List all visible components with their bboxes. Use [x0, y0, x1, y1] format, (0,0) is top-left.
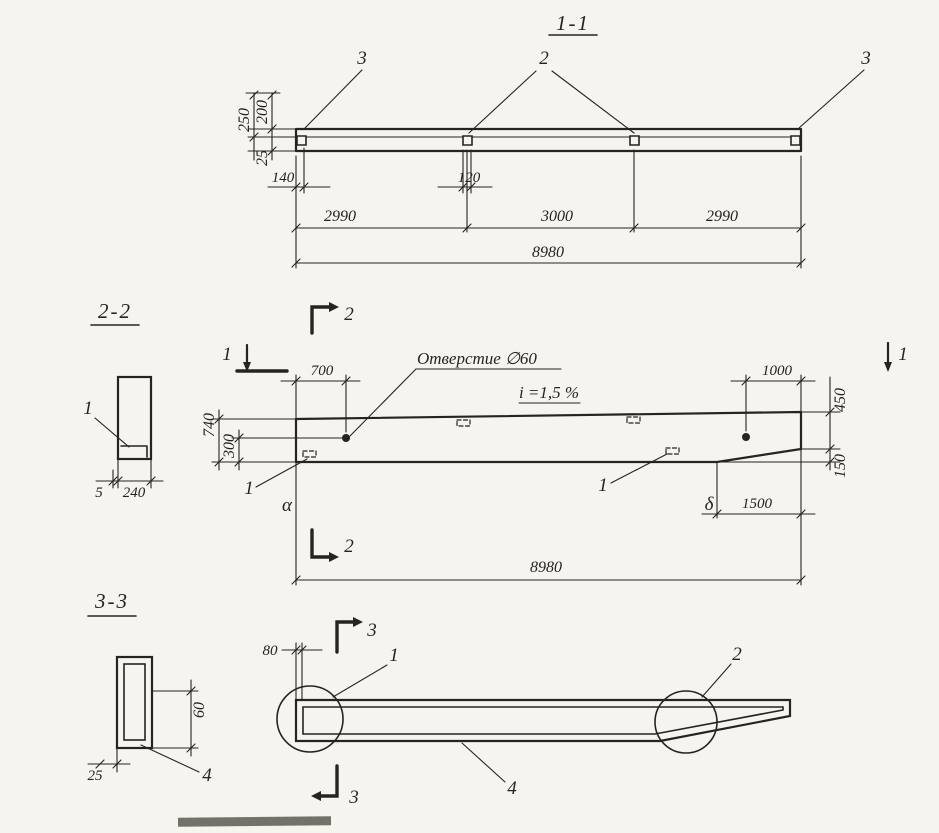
detail-circle-2 — [654, 690, 718, 754]
section-2-2-ticks — [108, 476, 156, 486]
dim-300: 300 — [221, 434, 238, 459]
dim-1000: 1000 — [762, 363, 793, 379]
cut-label-3-top: 3 — [366, 620, 377, 641]
hidden-plate-bottom-left — [302, 450, 317, 458]
hidden-plate-top-right — [626, 416, 641, 424]
cut-marker-3-top — [335, 620, 356, 654]
hidden-plate-top-left — [456, 419, 471, 427]
dim-span-2990-left: 2990 — [324, 208, 356, 225]
dim-25-bottom: 25 — [88, 768, 104, 784]
dim-140: 140 — [272, 170, 295, 186]
label-delta: δ — [705, 494, 715, 515]
callout-3-left: 3 — [356, 48, 367, 69]
view-section-3-3: 3-3 60 25 4 — [87, 589, 212, 786]
view-section-2-2: 2-2 1 5 240 — [83, 299, 164, 501]
plan-ticks — [291, 645, 307, 655]
plan-leaders — [332, 663, 732, 783]
dim-250: 250 — [236, 108, 253, 132]
callout-3-right: 3 — [860, 48, 871, 69]
callout-1-plate-left: 1 — [244, 478, 254, 499]
cut-label-2-top: 2 — [344, 304, 354, 325]
dim-80: 80 — [263, 643, 279, 659]
cut-label-2-bottom: 2 — [344, 536, 354, 557]
cut-label-1-right: 1 — [898, 344, 908, 365]
dim-1500: 1500 — [742, 496, 773, 512]
callout-2-mid: 2 — [539, 48, 549, 69]
cut-marker-3-top-arrow — [353, 617, 363, 627]
dim-25-top: 25 — [254, 150, 271, 166]
dimension-lines-1-1 — [267, 186, 802, 264]
callout-1-plate-mid: 1 — [598, 475, 608, 496]
extension-lines-elevation — [211, 374, 841, 586]
section-2-2-lip — [120, 445, 148, 458]
dimension-ticks-elevation — [214, 376, 835, 585]
detail-circle-1 — [276, 685, 344, 753]
cut-marker-2-bottom-arrow — [329, 552, 339, 562]
cut-label-1-left: 1 — [222, 344, 232, 365]
dim-700: 700 — [311, 363, 334, 379]
plan-outline-inner — [302, 706, 784, 735]
section-2-2-callout-1: 1 — [83, 398, 93, 419]
dim-450: 450 — [832, 388, 849, 412]
view-section-1-1: 1-1 3 2 3 250 200 25 140 120 2990 3000 2… — [236, 11, 871, 269]
elevation-leaders — [255, 368, 668, 488]
section-3-3-outer — [115, 655, 154, 750]
dim-120: 120 — [458, 170, 481, 186]
plan-callout-4: 4 — [507, 778, 517, 799]
label-alpha: α — [282, 495, 293, 516]
plan-dim-lines — [281, 642, 323, 701]
section-1-1-title: 1-1 — [556, 11, 590, 35]
dim-240: 240 — [123, 485, 146, 501]
dim-60: 60 — [191, 702, 208, 718]
section-2-2-title: 2-2 — [98, 299, 132, 323]
cut-marker-1-left-arrow — [243, 362, 251, 372]
cut-marker-2-bottom — [310, 528, 332, 559]
beam-outline-elevation — [294, 410, 803, 464]
extension-lines-1-1 — [245, 92, 802, 269]
cut-marker-2-top — [310, 305, 332, 335]
note-underlines — [415, 368, 581, 404]
section-3-3-inner — [123, 663, 146, 741]
callout-leaders-1-1 — [304, 69, 865, 134]
view-plan: 3 80 1 2 4 3 — [263, 617, 792, 808]
hole-left — [342, 434, 350, 442]
dim-200: 200 — [254, 100, 271, 124]
cut-marker-1-right-arrow — [884, 362, 892, 372]
section-3-3-callout-4: 4 — [202, 765, 212, 786]
scan-smudge-artifact — [177, 816, 332, 827]
dimension-ticks-1-1 — [249, 90, 806, 268]
dim-5: 5 — [95, 485, 103, 501]
hole-note: Отверстие ∅60 — [417, 349, 537, 368]
section-3-3-leader-4 — [140, 744, 200, 773]
embed-plates-1-1 — [296, 135, 801, 146]
hole-right — [742, 433, 750, 441]
slope-note: i =1,5 % — [519, 383, 579, 402]
dim-span-3000: 3000 — [540, 208, 573, 225]
section-3-3-ticks — [95, 686, 196, 769]
section-3-3-dim-lines — [87, 679, 199, 773]
cut-marker-3-bottom — [318, 764, 339, 798]
dim-total-8980-top: 8980 — [532, 244, 564, 261]
dim-150: 150 — [832, 454, 849, 478]
beam-outline-1-1 — [294, 127, 803, 153]
dimension-lines-elevation — [280, 380, 816, 581]
hidden-plate-bottom-right — [665, 447, 680, 455]
view-elevation: 2 2 1 1 Отверстие ∅60 i =1,5 % 700 1000 … — [201, 302, 908, 586]
dim-740: 740 — [201, 413, 218, 437]
cut-marker-3-bottom-arrow — [311, 791, 321, 801]
section-3-3-title: 3-3 — [94, 589, 129, 613]
plan-outline-outer — [294, 698, 792, 743]
section-2-2-outline — [116, 375, 153, 461]
detail-label-1: 1 — [389, 645, 399, 666]
detail-label-2: 2 — [732, 644, 742, 665]
cut-marker-2-top-arrow — [329, 302, 339, 312]
section-2-2-leader-1 — [94, 417, 130, 448]
cut-label-3-bottom: 3 — [348, 787, 359, 808]
section-2-2-dim-lines — [95, 458, 164, 489]
dim-total-8980-elevation: 8980 — [530, 559, 562, 576]
dim-span-2990-right: 2990 — [706, 208, 738, 225]
